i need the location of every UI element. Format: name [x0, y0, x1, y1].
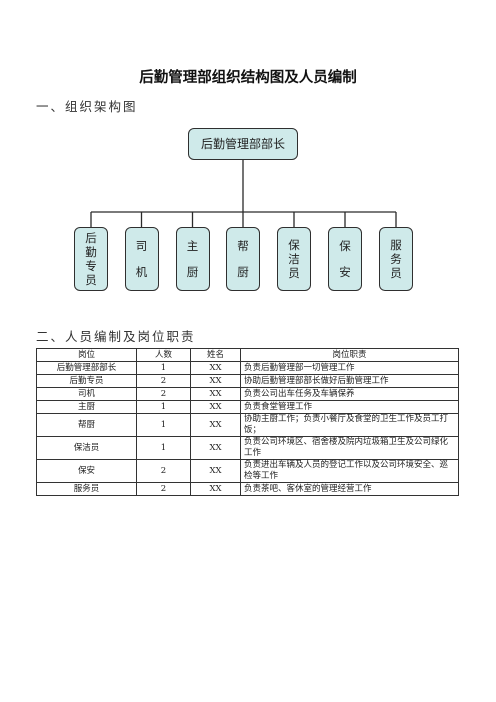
cell-duties: 协助后勤管理部部长做好后勤管理工作	[240, 374, 459, 388]
cell-position: 司机	[36, 387, 137, 401]
section-heading-org-chart: 一、组织架构图	[36, 99, 138, 114]
cell-position: 帮厨	[36, 413, 137, 437]
cell-headcount: 2	[136, 387, 191, 401]
cell-name: XX	[190, 361, 241, 375]
cell-headcount: 2	[136, 482, 191, 496]
org-node-label: 主厨	[186, 239, 199, 279]
org-node-label: 后勤专员	[85, 231, 97, 287]
table-row: 帮厨 1 XX 协助主厨工作；负责小餐厅及食堂的卫生工作及员工打饭；	[36, 413, 459, 437]
cell-name: XX	[190, 400, 241, 414]
org-node-security-guard: 保安	[328, 227, 362, 291]
org-node-logistics-specialist: 后勤专员	[74, 227, 108, 291]
table-row: 后勤专员 2 XX 协助后勤管理部部长做好后勤管理工作	[36, 374, 459, 388]
cell-name: XX	[190, 482, 241, 496]
cell-duties: 负责进出车辆及人员的登记工作以及公司环境安全、巡检等工作	[240, 459, 459, 483]
org-node-waiter: 服务员	[379, 227, 413, 291]
cell-position: 后勤专员	[36, 374, 137, 388]
cell-name: XX	[190, 387, 241, 401]
table-row: 主厨 1 XX 负责食堂管理工作	[36, 400, 459, 414]
header-name: 姓名	[190, 348, 241, 362]
cell-duties: 负责茶吧、客休室的管理经营工作	[240, 482, 459, 496]
cell-name: XX	[190, 436, 241, 460]
cell-position: 后勤管理部部长	[36, 361, 137, 375]
table-row: 司机 2 XX 负责公司出车任务及车辆保养	[36, 387, 459, 401]
org-node-head-chef: 主厨	[175, 227, 210, 291]
cell-headcount: 1	[136, 436, 191, 460]
staffing-table: 岗位 人数 姓名 岗位职责 后勤管理部部长 1 XX 负责后勤管理部一切管理工作…	[36, 348, 459, 496]
org-node-label: 保洁员	[288, 238, 300, 280]
org-node-label: 服务员	[390, 238, 402, 280]
cell-duties: 协助主厨工作；负责小餐厅及食堂的卫生工作及员工打饭；	[240, 413, 459, 437]
org-node-label: 保安	[339, 239, 351, 279]
header-position: 岗位	[36, 348, 137, 362]
document-title: 后勤管理部组织结构图及人员编制	[139, 70, 357, 86]
cell-headcount: 1	[136, 400, 191, 414]
cell-name: XX	[190, 413, 241, 437]
org-node-driver: 司机	[124, 227, 159, 291]
table-row: 后勤管理部部长 1 XX 负责后勤管理部一切管理工作	[36, 361, 459, 375]
cell-name: XX	[190, 459, 241, 483]
org-node-label: 司机	[135, 239, 148, 279]
cell-duties: 负责后勤管理部一切管理工作	[240, 361, 459, 375]
cell-position: 保安	[36, 459, 137, 483]
cell-duties: 负责公司环境区、宿舍楼及院内垃圾箱卫生及公司绿化工作	[240, 436, 459, 460]
cell-headcount: 2	[136, 374, 191, 388]
header-headcount: 人数	[136, 348, 191, 362]
cell-position: 服务员	[36, 482, 137, 496]
section-heading-staffing: 二、人员编制及岗位职责	[36, 329, 196, 344]
org-node-label: 帮厨	[237, 239, 249, 279]
cell-name: XX	[190, 374, 241, 388]
org-node-kitchen-helper: 帮厨	[226, 227, 260, 291]
cell-position: 保洁员	[36, 436, 137, 460]
cell-position: 主厨	[36, 400, 137, 414]
cell-duties: 负责公司出车任务及车辆保养	[240, 387, 459, 401]
cell-duties: 负责食堂管理工作	[240, 400, 459, 414]
cell-headcount: 1	[136, 413, 191, 437]
cell-headcount: 1	[136, 361, 191, 375]
table-row: 保安 2 XX 负责进出车辆及人员的登记工作以及公司环境安全、巡检等工作	[36, 459, 459, 483]
org-node-cleaner: 保洁员	[277, 227, 311, 291]
cell-headcount: 2	[136, 459, 191, 483]
header-duties: 岗位职责	[240, 348, 459, 362]
table-row: 服务员 2 XX 负责茶吧、客休室的管理经营工作	[36, 482, 459, 496]
table-row: 保洁员 1 XX 负责公司环境区、宿舍楼及院内垃圾箱卫生及公司绿化工作	[36, 436, 459, 460]
table-header-row: 岗位 人数 姓名 岗位职责	[36, 348, 459, 362]
org-node-department-head: 后勤管理部部长	[188, 128, 298, 160]
